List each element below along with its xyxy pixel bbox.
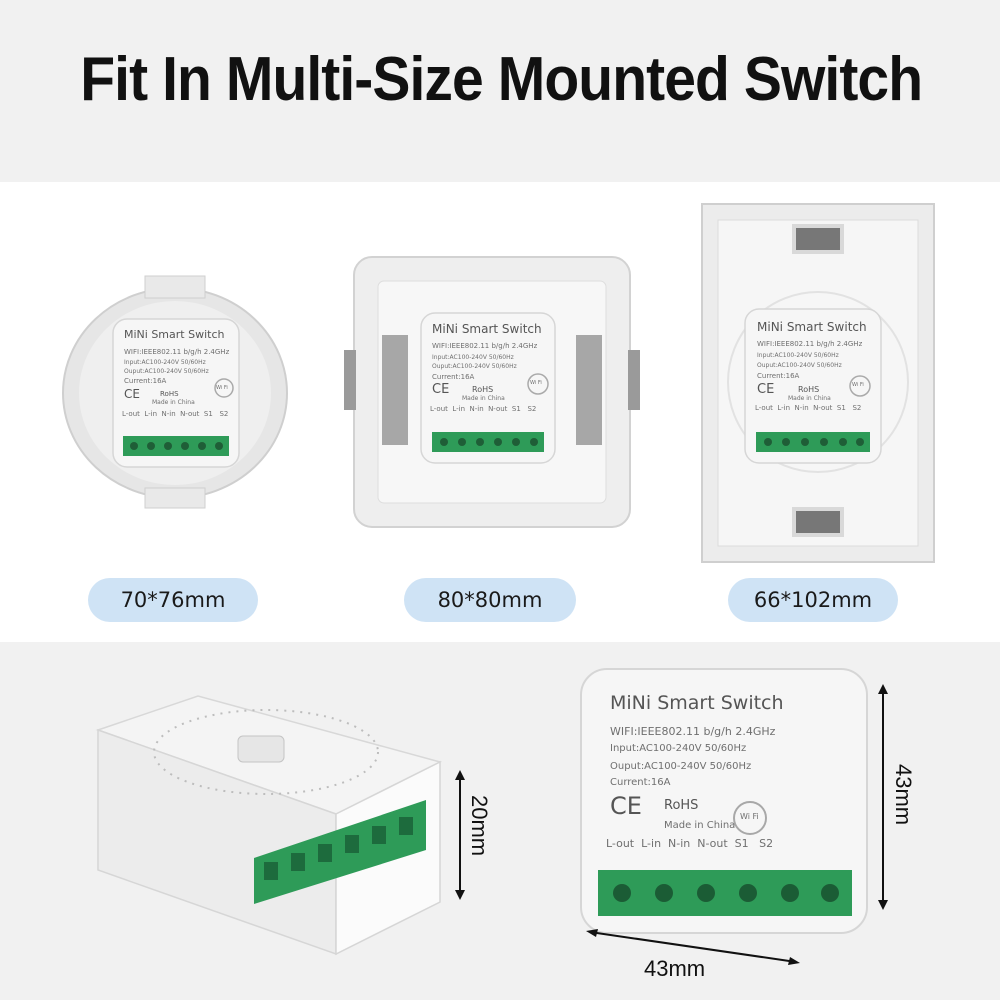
page-title: Fit In Multi-Size Mounted Switch (80, 45, 923, 114)
terminal-labels: L-out L-in N-in N-out S1 S2 (122, 410, 229, 418)
width-dimension-arrow (586, 928, 800, 968)
ce-mark: CE (432, 382, 450, 397)
switch-module-1 (112, 318, 240, 468)
made-in-label: Made in China (462, 395, 505, 402)
ce-mark: CE (757, 382, 775, 397)
made-in-label: Made in China (152, 399, 195, 406)
switch-module-3 (744, 308, 882, 464)
module-wifi-spec: WIFI:IEEE802.11 b/g/h 2.4GHz (757, 340, 863, 348)
module-brand: MiNi Smart Switch (610, 692, 784, 714)
side-dimension-label: 43mm (891, 764, 916, 826)
module-input-spec: Input:AC100-240V 50/60Hz (610, 743, 747, 754)
module-current-spec: Current:16A (610, 777, 671, 788)
terminal-labels: L-out L-in N-in N-out S1 S2 (606, 837, 774, 850)
made-in-label: Made in China (664, 820, 736, 831)
module-output-spec: Ouput:AC100-240V 50/60Hz (610, 761, 752, 772)
rohs-mark: RoHS (798, 385, 820, 394)
module-output-spec: Ouput:AC100-240V 50/60Hz (124, 368, 209, 375)
size-label-70x76: 70*76mm (88, 578, 258, 622)
switch-module-front-view (580, 668, 870, 936)
wifi-badge: Wi Fi (852, 382, 864, 388)
module-output-spec: Ouput:AC100-240V 50/60Hz (757, 362, 842, 369)
height-dimension-label: 20mm (467, 795, 492, 857)
rohs-mark: RoHS (160, 390, 179, 398)
module-wifi-spec: WIFI:IEEE802.11 b/g/h 2.4GHz (124, 348, 230, 356)
size-label-80x80: 80*80mm (404, 578, 576, 622)
side-dimension-arrow (875, 684, 891, 910)
ce-mark: CE (124, 387, 140, 401)
module-brand: MiNi Smart Switch (757, 320, 867, 334)
wifi-badge: Wi Fi (216, 385, 228, 391)
width-dimension-label: 43mm (644, 956, 706, 981)
module-input-spec: Input:AC100-240V 50/60Hz (757, 352, 839, 359)
title-band (0, 0, 1000, 182)
module-brand: MiNi Smart Switch (124, 328, 225, 341)
module-wifi-spec: WIFI:IEEE802.11 b/g/h 2.4GHz (432, 342, 538, 350)
rohs-mark: RoHS (472, 385, 494, 394)
module-input-spec: Input:AC100-240V 50/60Hz (432, 354, 514, 361)
module-current-spec: Current:16A (124, 377, 167, 385)
wifi-badge: Wi Fi (530, 380, 542, 386)
wifi-badge: Wi Fi (740, 812, 759, 821)
height-dimension-arrow (452, 770, 468, 900)
made-in-label: Made in China (788, 395, 831, 402)
module-input-spec: Input:AC100-240V 50/60Hz (124, 359, 206, 366)
module-brand: MiNi Smart Switch (432, 322, 542, 336)
ce-mark: CE (610, 792, 642, 820)
module-wifi-spec: WIFI:IEEE802.11 b/g/h 2.4GHz (610, 725, 776, 738)
rohs-mark: RoHS (664, 798, 699, 813)
terminal-labels: L-out L-in N-in N-out S1 S2 (430, 405, 537, 413)
switch-module-2 (420, 312, 556, 464)
module-output-spec: Ouput:AC100-240V 50/60Hz (432, 363, 517, 370)
module-current-spec: Current:16A (757, 372, 800, 380)
terminal-labels: L-out L-in N-in N-out S1 S2 (755, 404, 862, 412)
size-label-66x102: 66*102mm (728, 578, 898, 622)
switch-module-side-view (88, 692, 448, 962)
module-current-spec: Current:16A (432, 373, 475, 381)
